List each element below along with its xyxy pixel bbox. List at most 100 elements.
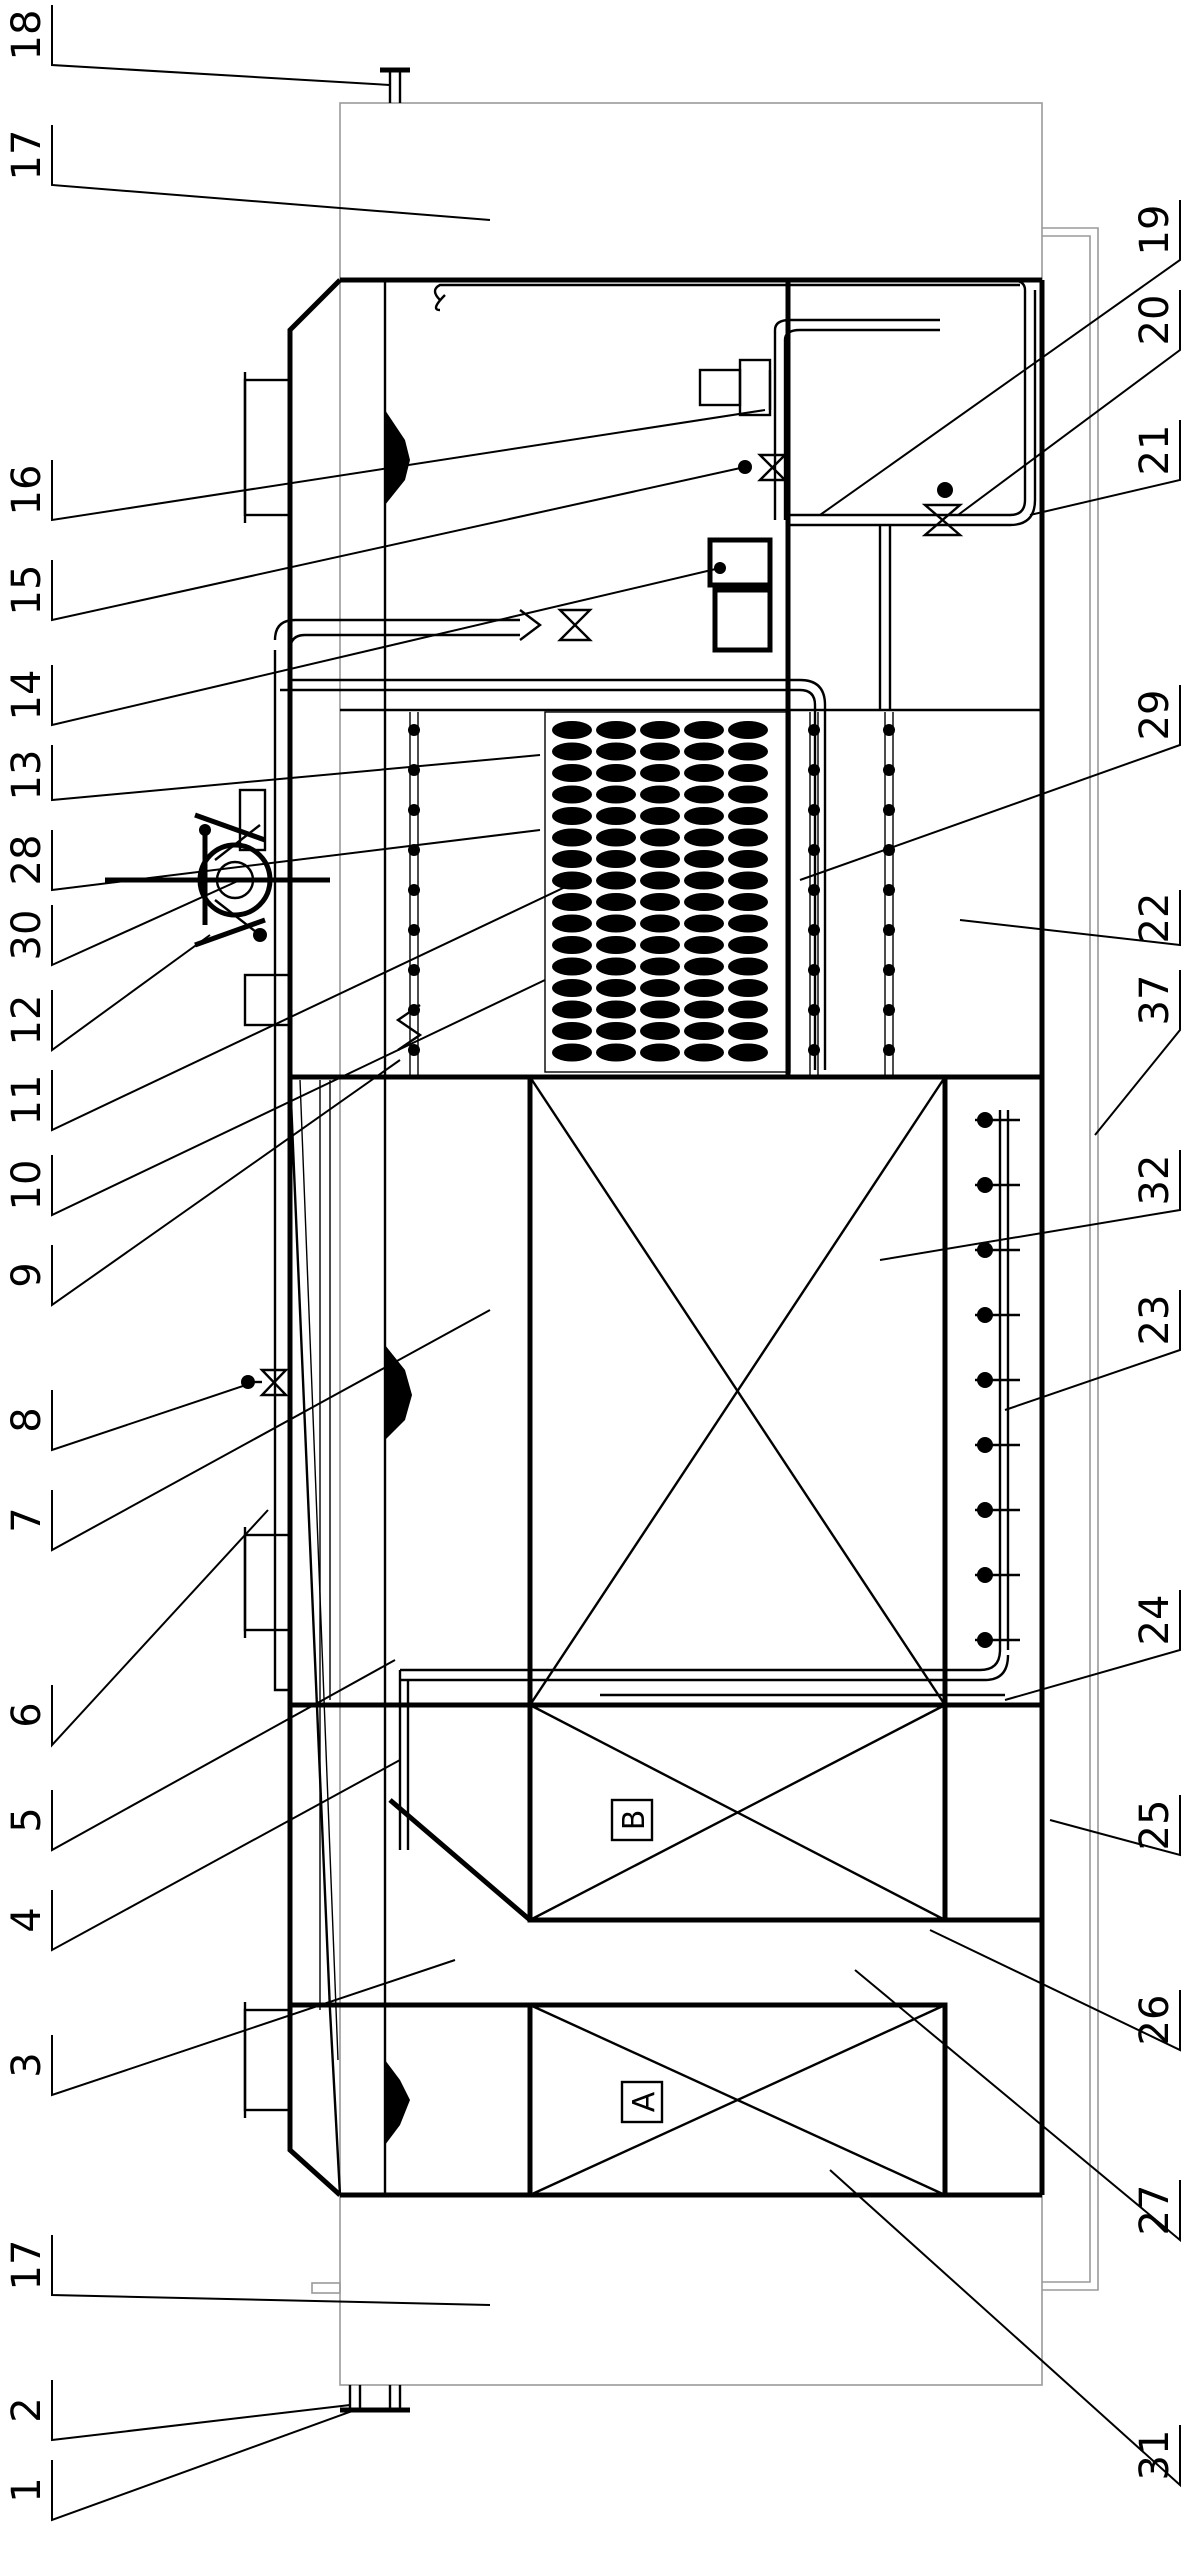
media-element	[596, 721, 636, 739]
callout-29: 29	[1132, 690, 1178, 741]
callout-3: 3	[4, 2052, 50, 2077]
diffuser	[408, 844, 420, 856]
diffuser	[883, 1044, 895, 1056]
callout-18: 18	[4, 10, 50, 61]
media-element	[684, 828, 724, 847]
media-element	[596, 979, 636, 997]
media-element	[596, 1000, 636, 1019]
media-element	[728, 764, 768, 782]
media-element	[596, 1043, 636, 1062]
media-element	[596, 871, 636, 890]
media-element	[552, 957, 592, 976]
media-element	[552, 807, 592, 825]
media-element	[640, 936, 680, 954]
callout-10: 10	[4, 1160, 50, 1211]
aeration-nozzle	[975, 1632, 1020, 1648]
media-element	[728, 914, 768, 933]
aeration-nozzle	[975, 1372, 1020, 1388]
diffuser	[408, 884, 420, 896]
media-element	[684, 764, 724, 782]
callout-19: 19	[1132, 205, 1178, 256]
diffuser	[408, 1044, 420, 1056]
media-tank-32	[527, 1074, 948, 1708]
callout-14: 14	[4, 670, 50, 721]
media-element	[728, 893, 768, 911]
media-element	[728, 828, 768, 847]
media-element	[552, 764, 592, 782]
media-element	[728, 979, 768, 997]
media-element	[684, 1043, 724, 1062]
diffuser	[808, 844, 820, 856]
aeration-nozzle	[975, 1112, 1020, 1128]
media-element	[640, 828, 680, 847]
media-element	[684, 979, 724, 997]
callout-30: 30	[4, 910, 50, 961]
media-element	[684, 893, 724, 911]
media-element	[728, 721, 768, 739]
media-element	[640, 785, 680, 804]
media-element	[596, 742, 636, 761]
aeration-nozzle	[975, 1567, 1020, 1583]
aeration-nozzle	[975, 1242, 1020, 1258]
aeration-nozzle	[975, 1307, 1020, 1323]
media-element	[684, 936, 724, 954]
callout-9: 9	[4, 1262, 50, 1287]
top-piping	[273, 618, 894, 1692]
media-element	[552, 914, 592, 933]
callout-numbers: 18 17 16 15 14 13 28 30 12 11 10 9 8 7 6…	[4, 10, 1178, 2503]
callout-7: 7	[4, 1507, 50, 1532]
callout-17-top: 17	[4, 130, 50, 181]
callout-1: 1	[4, 2477, 50, 2502]
media-element	[684, 957, 724, 976]
callout-12: 12	[4, 995, 50, 1046]
diffuser	[408, 804, 420, 816]
aeration-pipe-23	[398, 1110, 1020, 1850]
vent-stub	[243, 973, 292, 1027]
media-element	[728, 785, 768, 804]
media-element	[596, 850, 636, 868]
media-element	[596, 1022, 636, 1040]
callout-26: 26	[1132, 1995, 1178, 2046]
aeration-diffusers-22	[408, 724, 895, 1056]
media-element	[728, 957, 768, 976]
callout-25: 25	[1132, 1800, 1178, 1851]
media-element	[640, 742, 680, 761]
tank-a: A	[527, 2002, 948, 2198]
media-element	[552, 936, 592, 954]
callout-6: 6	[4, 1702, 50, 1727]
media-element	[640, 1022, 680, 1040]
media-element	[728, 1022, 768, 1040]
diffuser	[883, 764, 895, 776]
diffuser	[808, 924, 820, 936]
flange-1-2	[340, 2385, 410, 2413]
media-element	[684, 871, 724, 890]
diffuser	[808, 884, 820, 896]
diffuser	[408, 924, 420, 936]
media-element	[640, 1000, 680, 1019]
callout-11: 11	[4, 1075, 50, 1126]
diffuser	[808, 724, 820, 736]
diffuser	[883, 964, 895, 976]
diffuser	[808, 764, 820, 776]
callout-31: 31	[1132, 2430, 1178, 2481]
valve-8	[241, 1368, 289, 1397]
callout-17-bottom: 17	[4, 2240, 50, 2291]
media-element	[596, 914, 636, 933]
packing-media-grid	[552, 721, 768, 1062]
media-element	[552, 785, 592, 804]
callout-13: 13	[4, 750, 50, 801]
media-element	[596, 936, 636, 954]
callout-23: 23	[1132, 1295, 1178, 1346]
media-element	[728, 807, 768, 825]
tank-b-label-box	[610, 1798, 654, 1842]
media-element	[596, 828, 636, 847]
media-element	[640, 957, 680, 976]
diffuser	[408, 724, 420, 736]
media-element	[684, 914, 724, 933]
media-element	[552, 871, 592, 890]
diffuser	[808, 964, 820, 976]
main-frame	[287, 277, 1045, 2198]
diffuser	[808, 804, 820, 816]
media-element	[640, 914, 680, 933]
